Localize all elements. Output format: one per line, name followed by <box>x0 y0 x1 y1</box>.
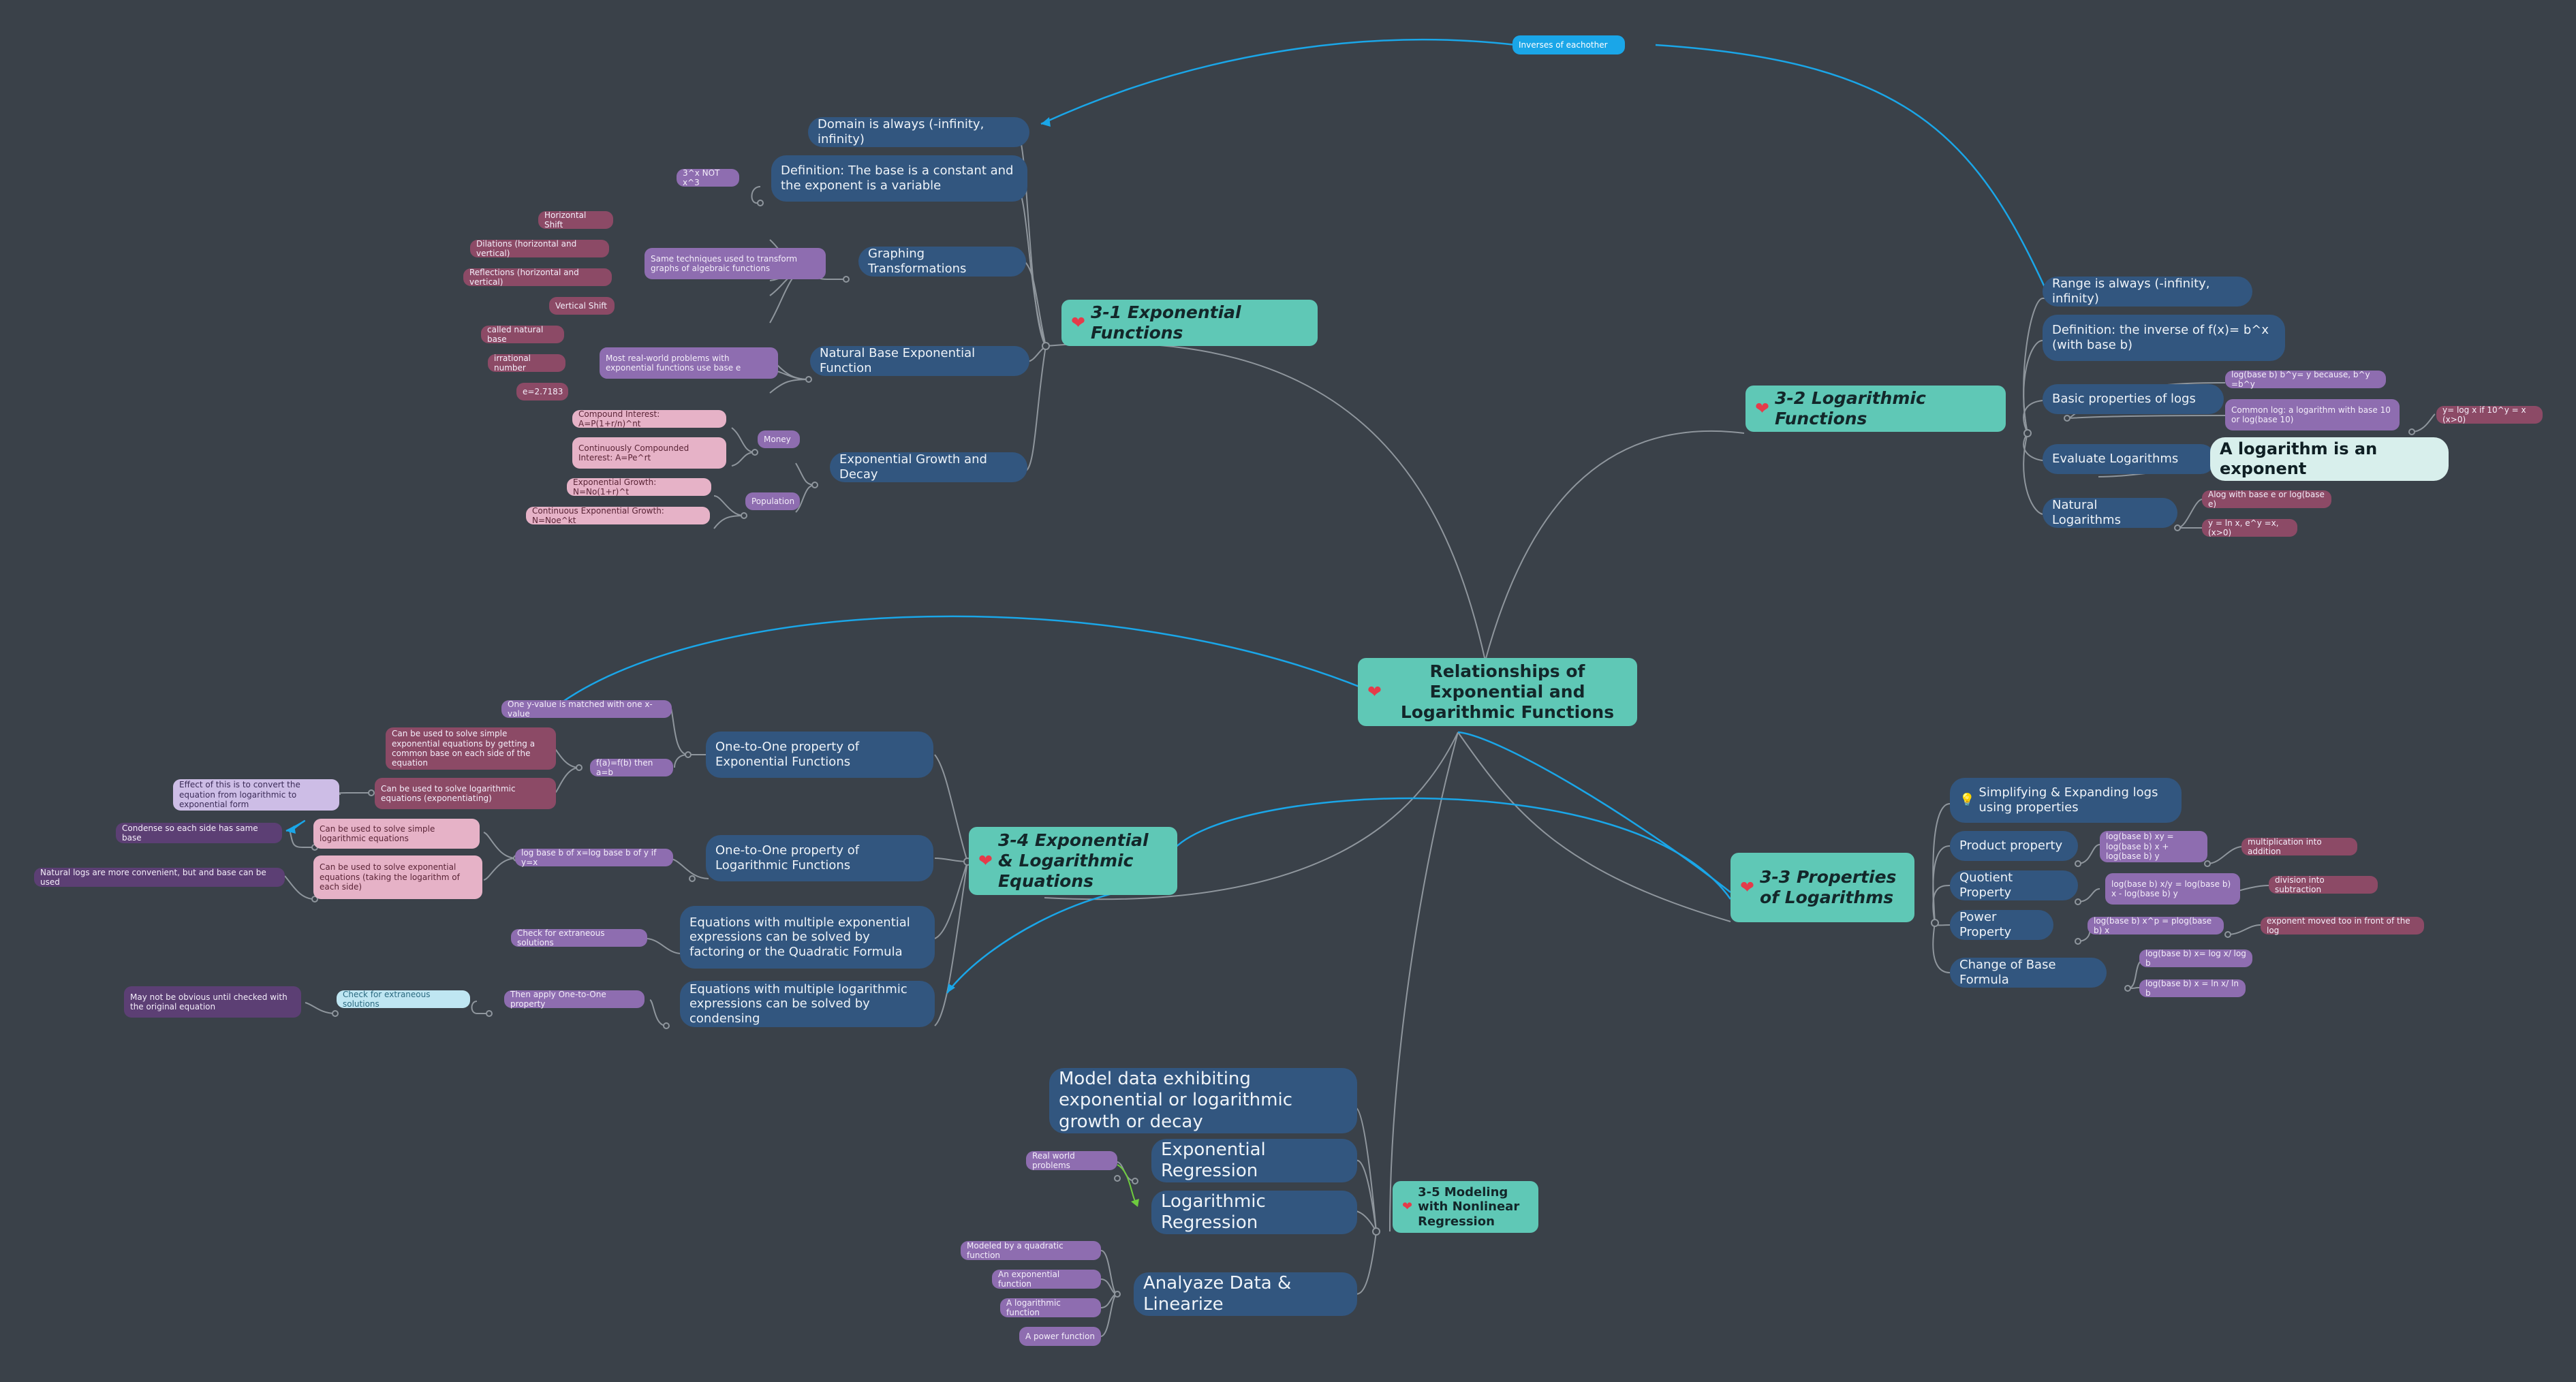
real-world-problems[interactable]: Real world problems <box>1026 1151 1117 1170</box>
analyze-power[interactable]: A power function <box>1019 1327 1101 1346</box>
solve-exp-common-base[interactable]: Can be used to solve simple exponential … <box>386 727 556 770</box>
natural-irrational[interactable]: irrational number <box>488 354 565 373</box>
transform-horizontal-shift[interactable]: Horizontal Shift <box>538 210 613 230</box>
money-compound[interactable]: Compound Interest: A=P(1+r/n)^nt <box>572 409 726 428</box>
props-simplify[interactable]: 💡Simplifying & Expanding logs using prop… <box>1950 778 2182 823</box>
exp-natural-base[interactable]: Natural Base Exponential Function <box>810 346 1029 376</box>
natural-log-definition[interactable]: y = ln x, e^y =x, (x>0) <box>2202 518 2297 537</box>
exp-graphing-note[interactable]: Same techniques used to transform graphs… <box>645 248 826 279</box>
log-natural[interactable]: Natural Logarithms <box>2043 498 2177 528</box>
modeling-exp-regression[interactable]: Exponential Regression <box>1151 1139 1357 1182</box>
population-continuous[interactable]: Continuous Exponential Growth: N=Noe^kt <box>526 506 710 525</box>
common-log-detail[interactable]: y= log x if 10^y = x (x>0) <box>2436 405 2543 424</box>
natural-logs-convenient[interactable]: Natural logs are more convenient, but an… <box>34 868 285 887</box>
relation-label-inverses[interactable]: Inverses of eachother <box>1512 35 1625 54</box>
growth-population[interactable]: Population <box>745 492 800 510</box>
growth-money[interactable]: Money <box>758 430 800 448</box>
product-note[interactable]: multiplication into addition <box>2241 837 2357 856</box>
equations-one-to-one-exp[interactable]: One-to-One property of Exponential Funct… <box>706 732 933 778</box>
exp-domain[interactable]: Domain is always (-infinity, infinity) <box>808 117 1029 147</box>
population-exp-growth[interactable]: Exponential Growth: N=No(1+r)^t <box>567 477 711 497</box>
basic-prop-common-log[interactable]: Common log: a logarithm with base 10 or … <box>2225 399 2400 430</box>
natural-log-base-e[interactable]: Alog with base e or log(base e) <box>2202 490 2331 509</box>
quotient-note[interactable]: division into subtraction <box>2269 875 2378 894</box>
equations-multiple-log[interactable]: Equations with multiple logarithmic expr… <box>680 981 935 1027</box>
modeling-analyze-data[interactable]: Analyaze Data & Linearize <box>1134 1272 1357 1316</box>
topic-properties-of-logarithms[interactable]: ❤3-3 Properties of Logarithms <box>1731 853 1914 922</box>
heart-icon: ❤ <box>1740 877 1754 897</box>
modeling-log-regression[interactable]: Logarithmic Regression <box>1151 1191 1357 1234</box>
log-range[interactable]: Range is always (-infinity, infinity) <box>2043 277 2252 307</box>
check-extraneous-exp[interactable]: Check for extraneous solutions <box>511 928 647 947</box>
heart-icon: ❤ <box>978 851 993 870</box>
heart-icon: ❤ <box>1402 1199 1413 1214</box>
transform-reflections[interactable]: Reflections (horizontal and vertical) <box>463 268 612 287</box>
equations-one-to-one-log[interactable]: One-to-One property of Logarithmic Funct… <box>706 835 933 881</box>
central-topic[interactable]: ❤Relationships of Exponential and Logari… <box>1358 658 1637 726</box>
topic-exp-log-equations[interactable]: ❤3-4 Exponential & Logarithmic Equations <box>969 827 1177 895</box>
props-change-of-base[interactable]: Change of Base Formula <box>1950 958 2107 988</box>
log-callout-exponent[interactable]: A logarithm is an exponent <box>2210 437 2449 481</box>
may-not-be-obvious[interactable]: May not be obvious until checked with th… <box>124 986 301 1018</box>
exp-growth-decay[interactable]: Exponential Growth and Decay <box>830 452 1027 482</box>
natural-e-value[interactable]: e=2.7183 <box>516 383 568 401</box>
then-apply-one-to-one[interactable]: Then apply One-to-One property <box>504 990 645 1009</box>
product-rule[interactable]: log(base b) xy = log(base b) x + log(bas… <box>2100 831 2207 862</box>
topic-exponential-functions[interactable]: ❤3-1 Exponential Functions <box>1061 300 1318 346</box>
fa-fb-rule[interactable]: f(a)=f(b) then a=b <box>590 758 673 777</box>
props-quotient[interactable]: Quotient Property <box>1950 870 2078 900</box>
heart-icon: ❤ <box>1367 682 1382 702</box>
exp-natural-note[interactable]: Most real-world problems with exponentia… <box>600 347 778 379</box>
effect-convert-form[interactable]: Effect of this is to convert the equatio… <box>173 779 339 811</box>
basic-prop-identity[interactable]: log(base b) b^y= y because, b^y =b^y <box>2225 370 2386 389</box>
equations-multiple-exp[interactable]: Equations with multiple exponential expr… <box>680 906 935 969</box>
money-continuous[interactable]: Continuously Compounded Interest: A=Pe^r… <box>572 437 726 469</box>
topic-modeling-regression[interactable]: ❤3-5 Modeling with Nonlinear Regression <box>1393 1181 1538 1233</box>
log-equality-rule[interactable]: log base b of x=log base b of y if y=x <box>515 848 673 867</box>
power-note[interactable]: exponent moved too in front of the log <box>2261 916 2424 935</box>
props-power[interactable]: Power Property <box>1950 910 2053 940</box>
condense-same-base[interactable]: Condense so each side has same base <box>116 823 282 843</box>
heart-icon: ❤ <box>1071 313 1085 332</box>
transform-dilations[interactable]: Dilations (horizontal and vertical) <box>470 239 609 258</box>
exp-definition[interactable]: Definition: The base is a constant and t… <box>771 155 1027 202</box>
lightbulb-icon: 💡 <box>1959 793 1975 808</box>
modeling-model-data[interactable]: Model data exhibiting exponential or log… <box>1049 1068 1357 1133</box>
check-extraneous-log[interactable]: Check for extraneous solutions <box>337 990 470 1009</box>
natural-called-natural-base[interactable]: called natural base <box>481 325 564 344</box>
heart-icon: ❤ <box>1755 398 1769 418</box>
exp-graphing[interactable]: Graphing Transformations <box>858 247 1026 277</box>
exp-definition-note[interactable]: 3^x NOT x^3 <box>677 168 739 187</box>
props-product[interactable]: Product property <box>1950 831 2078 861</box>
change-base-log[interactable]: log(base b) x= log x/ log b <box>2139 949 2252 968</box>
topic-logarithmic-functions[interactable]: ❤3-2 Logarithmic Functions <box>1745 386 2006 432</box>
log-basic-properties[interactable]: Basic properties of logs <box>2043 384 2224 414</box>
analyze-exponential[interactable]: An exponential function <box>992 1270 1101 1289</box>
solve-simple-log[interactable]: Can be used to solve simple logarithmic … <box>313 819 480 849</box>
analyze-quadratic[interactable]: Modeled by a quadratic function <box>961 1241 1101 1260</box>
change-base-ln[interactable]: log(base b) x = ln x/ ln b <box>2139 979 2246 998</box>
solve-exp-taking-log[interactable]: Can be used to solve exponential equatio… <box>313 855 482 899</box>
analyze-logarithmic[interactable]: A logarithmic function <box>1000 1298 1101 1317</box>
power-rule[interactable]: log(base b) x^p = plog(base b) x <box>2088 916 2224 935</box>
solve-log-exponentiating[interactable]: Can be used to solve logarithmic equatio… <box>375 778 556 809</box>
transform-vertical-shift[interactable]: Vertical Shift <box>549 297 615 315</box>
log-definition[interactable]: Definition: the inverse of f(x)= b^x (wi… <box>2043 315 2285 361</box>
quotient-rule[interactable]: log(base b) x/y = log(base b) x - log(ba… <box>2105 873 2240 905</box>
log-evaluate[interactable]: Evaluate Logarithms <box>2043 444 2216 474</box>
one-y-value[interactable]: One y-value is matched with one x-value <box>501 700 672 719</box>
